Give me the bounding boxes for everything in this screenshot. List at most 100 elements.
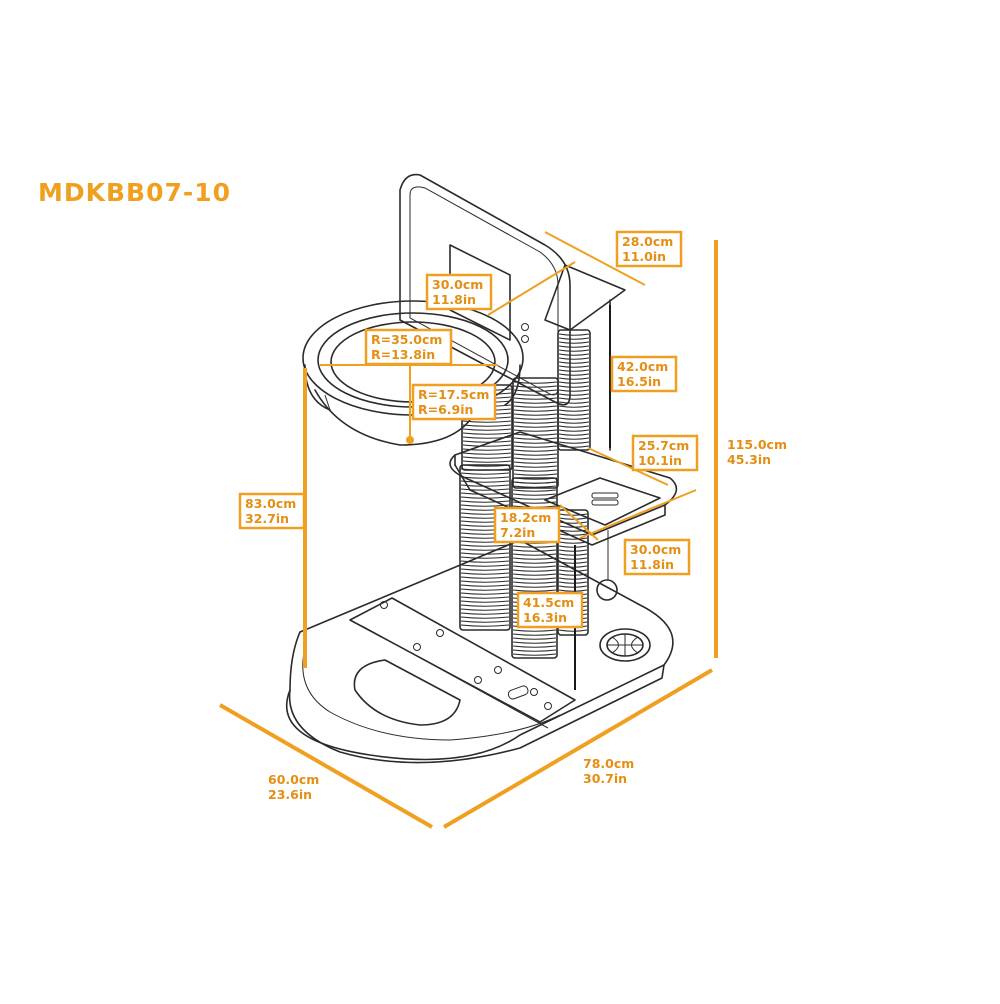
sisal-wrap	[558, 549, 588, 552]
sisal-wrap	[558, 401, 590, 404]
svg-text:R=13.8in: R=13.8in	[371, 347, 435, 362]
sisal-wrap	[512, 545, 557, 548]
sisal-wrap	[513, 421, 558, 424]
sisal-wrap	[513, 461, 558, 464]
sisal-wrap	[460, 588, 510, 591]
sisal-wrap	[513, 413, 558, 416]
base-mat-seam	[361, 625, 549, 729]
label-pad-width: 18.2cm 7.2in	[493, 506, 561, 544]
sisal-wrap	[513, 405, 558, 408]
sisal-wrap	[558, 341, 590, 344]
model-number: MDKBB07-10	[38, 178, 232, 207]
sisal-wrap	[513, 453, 558, 456]
sisal-wrap	[460, 560, 510, 563]
sisal-wrap	[462, 448, 512, 451]
sisal-wrap	[513, 481, 558, 484]
sisal-wrap	[512, 549, 557, 552]
toy-ball	[596, 579, 618, 601]
sisal-wrap	[460, 500, 510, 503]
svg-text:23.6in: 23.6in	[268, 787, 312, 802]
sisal-wrap	[462, 460, 512, 463]
basketball-icon	[599, 628, 651, 662]
sisal-wrap	[558, 585, 588, 588]
sisal-wrap	[460, 496, 510, 499]
svg-text:41.5cm: 41.5cm	[523, 595, 574, 610]
platform-pad	[544, 477, 661, 526]
svg-text:7.2in: 7.2in	[500, 525, 535, 540]
sisal-wrap	[462, 420, 512, 423]
sisal-wrap	[558, 629, 588, 632]
svg-text:28.0cm: 28.0cm	[622, 234, 673, 249]
svg-text:115.0cm: 115.0cm	[727, 437, 787, 452]
sisal-wrap	[460, 480, 510, 483]
label-total-height: 115.0cm 45.3in	[727, 437, 787, 467]
sisal-wrap	[460, 608, 510, 611]
svg-text:78.0cm: 78.0cm	[583, 756, 634, 771]
sisal-wrap	[460, 592, 510, 595]
sisal-wrap	[558, 333, 590, 336]
sisal-wrap	[512, 493, 557, 496]
sisal-wrap	[512, 585, 557, 588]
sisal-wrap	[558, 537, 588, 540]
sisal-wrap	[558, 541, 588, 544]
dim-backboard-depth-line	[544, 231, 646, 286]
sisal-wrap	[512, 649, 557, 652]
sisal-wrap	[512, 485, 557, 488]
svg-text:60.0cm: 60.0cm	[268, 772, 319, 787]
svg-text:10.1in: 10.1in	[638, 453, 682, 468]
sisal-wrap	[512, 557, 557, 560]
sisal-wrap	[558, 397, 590, 400]
sisal-wrap	[512, 589, 557, 592]
sisal-wrap	[558, 361, 590, 364]
sisal-wrap	[513, 445, 558, 448]
sisal-wrap	[558, 569, 588, 572]
sisal-wrap	[558, 377, 590, 380]
label-base-width: 78.0cm 30.7in	[583, 756, 634, 786]
dim-backboard-width-line	[487, 261, 576, 316]
sisal-wrap	[460, 584, 510, 587]
svg-text:16.3in: 16.3in	[523, 610, 567, 625]
radius-center-dot	[406, 436, 414, 444]
base-mat	[349, 597, 576, 723]
sisal-wrap	[512, 573, 557, 576]
sisal-wrap	[513, 433, 558, 436]
sisal-wrap	[558, 417, 590, 420]
dim-base-width-line	[442, 668, 714, 829]
sisal-wrap	[462, 424, 512, 427]
sisal-wrap	[460, 556, 510, 559]
sisal-wrap	[460, 604, 510, 607]
sisal-wrap	[462, 428, 512, 431]
svg-text:18.2cm: 18.2cm	[500, 510, 551, 525]
sisal-wrap	[558, 513, 588, 516]
hole-outline	[353, 659, 461, 726]
sisal-wrap	[462, 452, 512, 455]
sisal-wrap	[558, 409, 590, 412]
sisal-wrap	[512, 565, 557, 568]
svg-text:30.0cm: 30.0cm	[432, 277, 483, 292]
sisal-wrap	[558, 433, 590, 436]
sisal-wrap	[558, 517, 588, 520]
sisal-wrap	[512, 553, 557, 556]
sisal-wrap	[462, 464, 512, 467]
sisal-wrap	[513, 429, 558, 432]
sisal-wrap	[558, 553, 588, 556]
dimension-lines	[219, 231, 718, 829]
post-wraps-upper	[462, 333, 590, 484]
svg-text:R=6.9in: R=6.9in	[418, 402, 473, 417]
sisal-wrap	[512, 629, 557, 632]
sisal-wrap	[558, 337, 590, 340]
label-bowl-outer-radius: R=35.0cm R=13.8in	[364, 328, 453, 366]
sisal-wrap	[513, 477, 558, 480]
sisal-wrap	[513, 417, 558, 420]
dim-base-depth-line	[219, 703, 433, 829]
label-platform-width: 25.7cm 10.1in	[631, 434, 699, 472]
sisal-wrap	[512, 641, 557, 644]
sisal-wrap	[558, 413, 590, 416]
sisal-wrap	[558, 437, 590, 440]
middle-platform-edge	[454, 464, 666, 546]
sisal-wrap	[460, 600, 510, 603]
sisal-wrap	[558, 373, 590, 376]
sisal-wrap	[558, 545, 588, 548]
backboard-inner	[409, 186, 559, 396]
sisal-wrap	[558, 389, 590, 392]
